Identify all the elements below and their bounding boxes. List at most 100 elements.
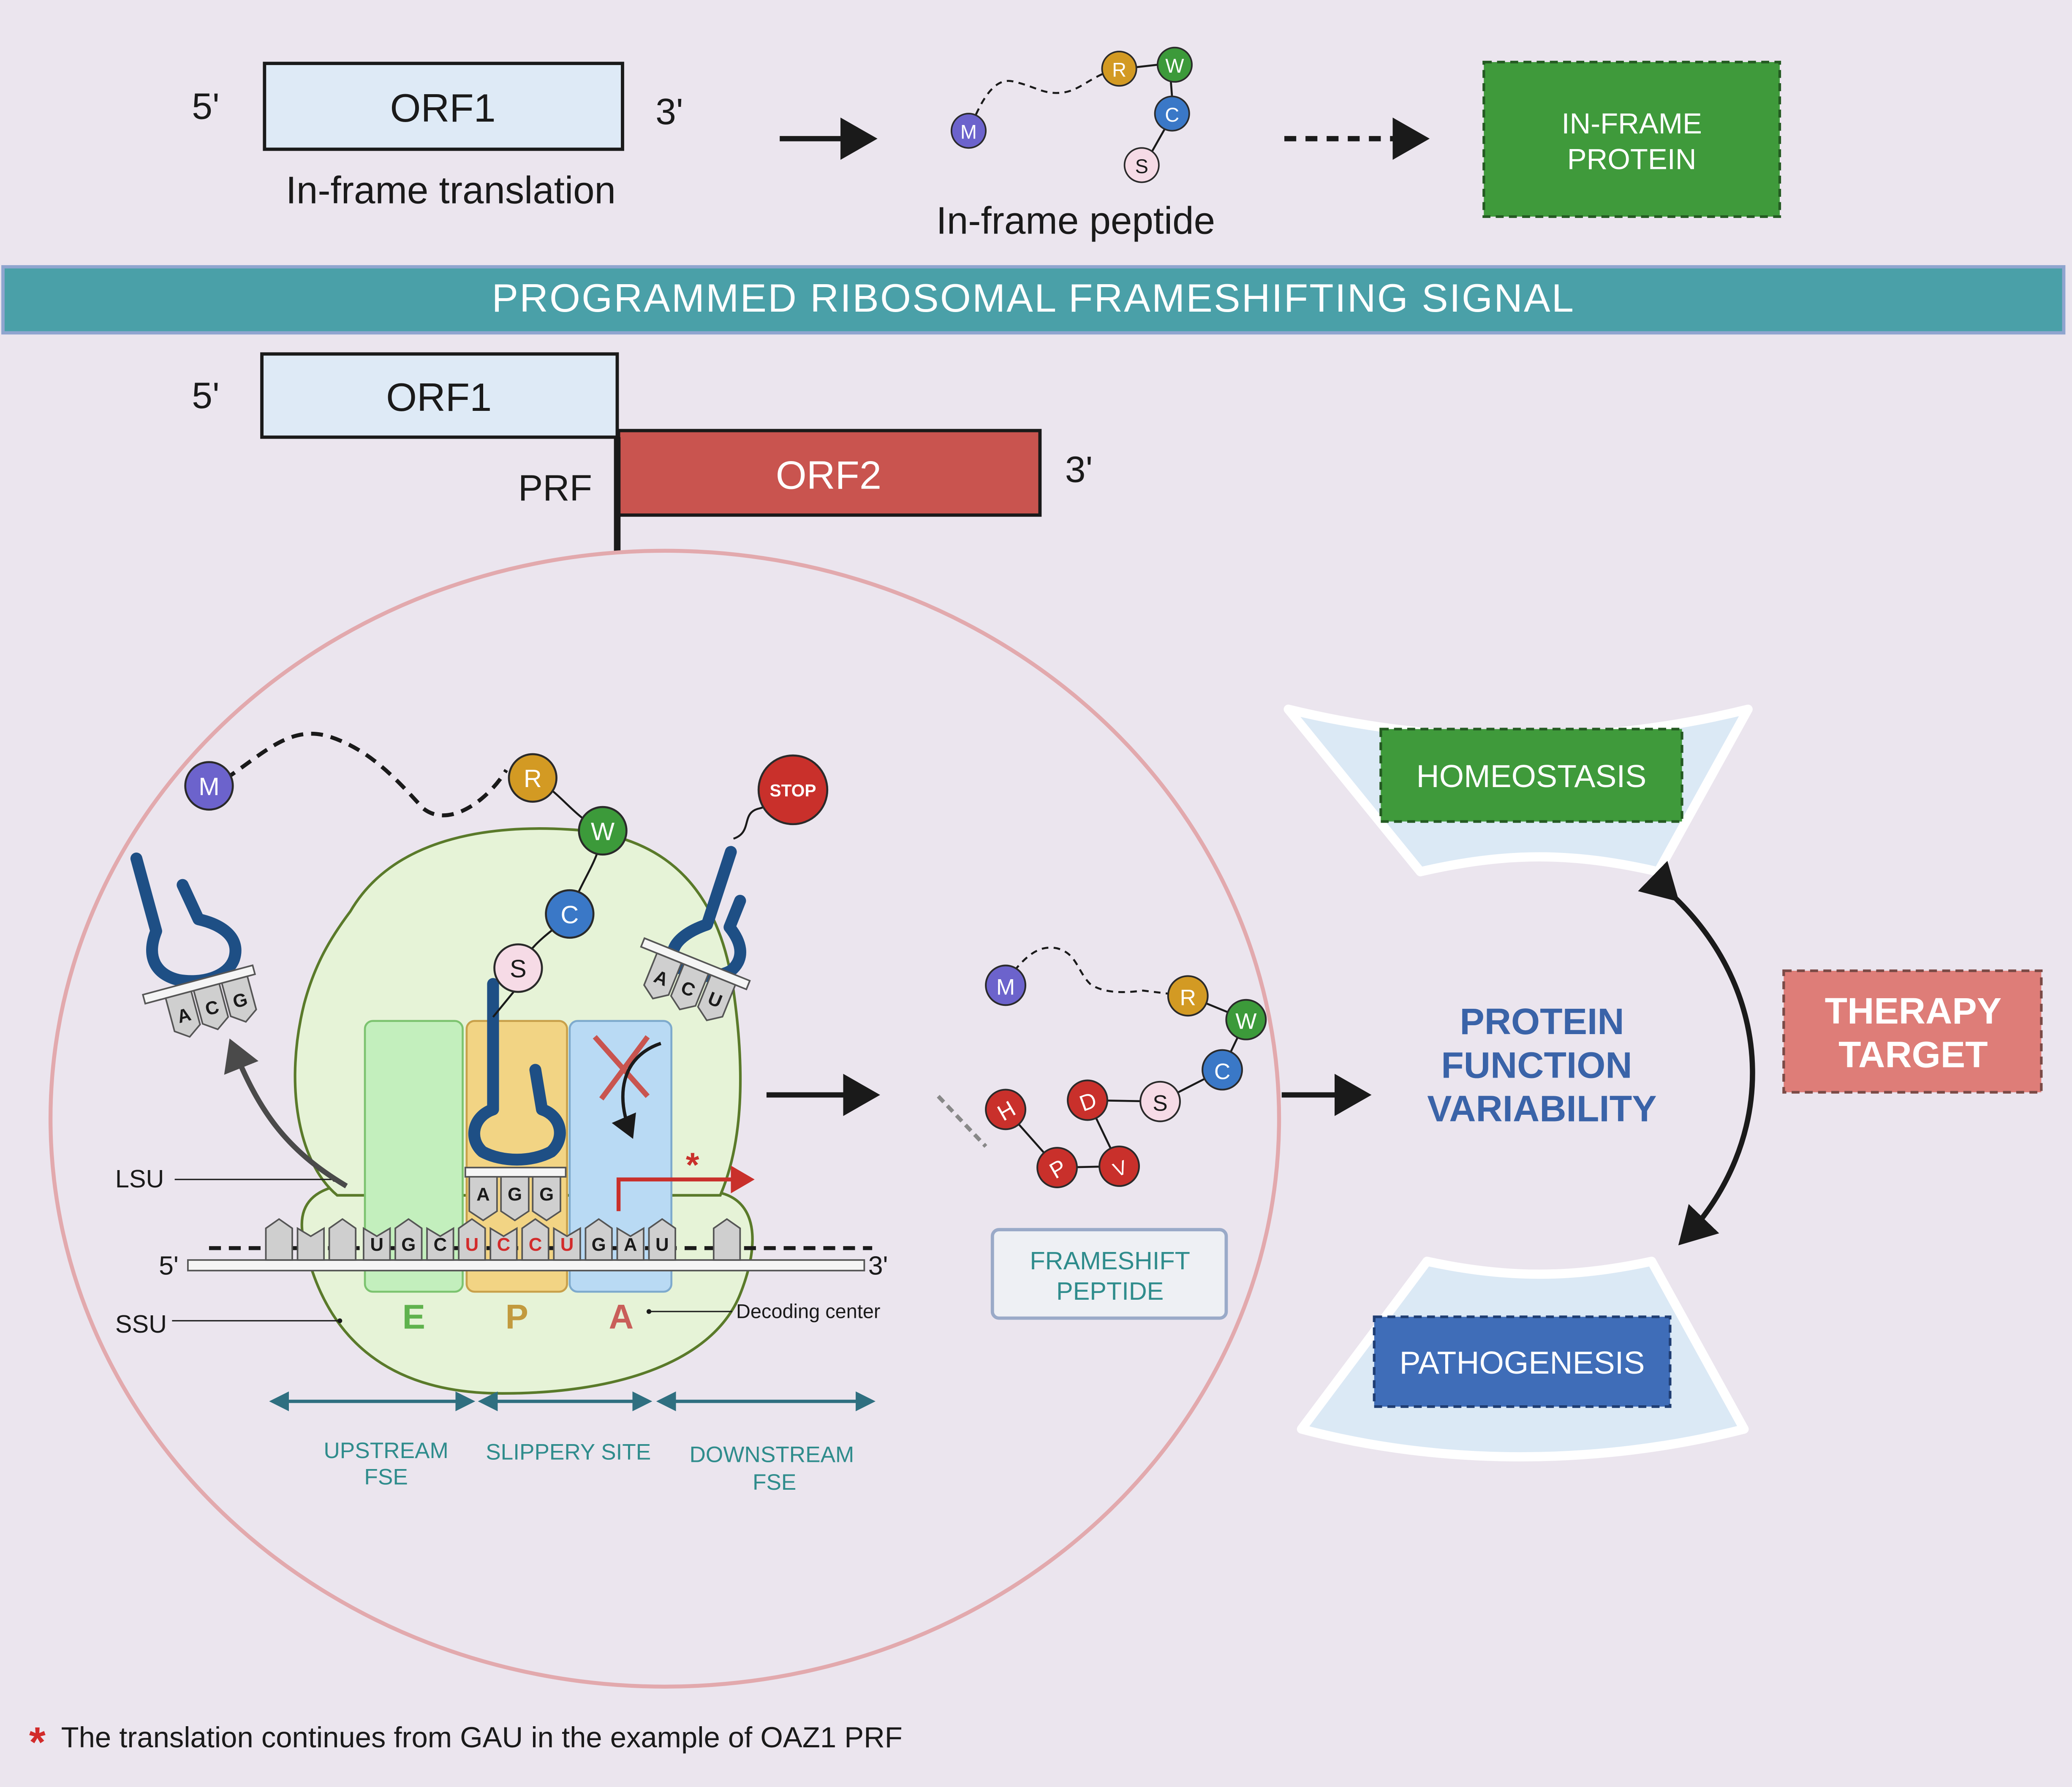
svg-text:W: W: [591, 817, 615, 845]
frameshift-peptide-box: [990, 1228, 1228, 1320]
mrna-nucleotides-upstream: [265, 1218, 357, 1261]
svg-text:U: U: [465, 1234, 479, 1255]
homeostasis-box: [1379, 728, 1683, 823]
top-peptide-caption: In-frame peptide: [936, 200, 1215, 242]
a-site-block-x-2: [599, 1035, 650, 1101]
exit-trna: A C G: [130, 853, 257, 1038]
pathogenesis-box: [1373, 1315, 1672, 1408]
fs-aa-W: W: [1225, 999, 1267, 1040]
mrna-nucleotide: A: [616, 1227, 644, 1261]
mrna-nucleotide-downstream: [712, 1218, 741, 1261]
mrna-nucleotide: C: [489, 1227, 518, 1261]
svg-text:C: C: [529, 1234, 542, 1255]
svg-text:R: R: [524, 764, 542, 793]
top-aa-W: W: [1156, 46, 1193, 83]
decoding-leader-dot: [646, 1309, 652, 1314]
top-caption: In-frame translation: [286, 169, 616, 212]
in-frame-protein-box: [1482, 60, 1781, 218]
therapy-target-line2: TARGET: [1838, 1034, 1988, 1075]
ribo-aa-C: C: [545, 889, 595, 939]
ssu-label: SSU: [115, 1310, 167, 1338]
therapy-target-line1: THERAPY: [1825, 990, 2001, 1032]
footnote-star: *: [29, 1719, 46, 1766]
svg-text:A: A: [476, 1184, 490, 1205]
mrna-nucleotide: U: [553, 1227, 581, 1261]
zoom-circle: [48, 549, 1281, 1689]
site-a-label: A: [609, 1298, 634, 1336]
site-e-label: E: [402, 1298, 425, 1336]
svg-text:W: W: [1235, 1009, 1256, 1034]
outcomes: PROTEIN FUNCTION VARIABILITY HOMEOSTASIS…: [1283, 704, 2043, 1461]
svg-text:R: R: [1180, 985, 1196, 1010]
mrna-nucleotide: C: [521, 1218, 549, 1261]
svg-text:W: W: [1165, 55, 1184, 77]
variability-line3: VARIABILITY: [1427, 1088, 1656, 1130]
top-peptide-chain: [970, 68, 1117, 126]
svg-text:C: C: [560, 900, 579, 929]
exit-arrow: [224, 1038, 348, 1189]
outcome-double-arrow: [1638, 861, 1755, 1246]
top-orf1-label: ORF1: [390, 86, 495, 130]
ribosome-peptide-dashed: [223, 731, 508, 817]
prf-orf1-box: [260, 352, 619, 439]
fs-aa-P: P: [1036, 1147, 1078, 1188]
top-aa-S: S: [1123, 147, 1160, 183]
frameshift-peptide: M R W C S D H P V FRAMESHIFT PEPTIDE: [937, 946, 1267, 1320]
fs-aa-V: V: [1099, 1145, 1140, 1187]
svg-text:C: C: [1165, 104, 1179, 126]
prf-banner: [1, 265, 2066, 335]
svg-text:STOP: STOP: [770, 781, 816, 800]
variability-line2: FUNCTION: [1441, 1044, 1632, 1086]
svg-text:S: S: [1135, 155, 1148, 177]
variability-line1: PROTEIN: [1460, 1001, 1624, 1042]
svg-text:U: U: [655, 1234, 669, 1255]
svg-text:R: R: [1112, 59, 1126, 81]
prf-three-prime: 3': [1065, 449, 1093, 490]
incoming-trna: A C U: [640, 846, 751, 1021]
top-aa-M: M: [950, 113, 987, 149]
frameshift-arrow: [616, 1165, 755, 1211]
svg-text:M: M: [960, 121, 977, 143]
in-frame-protein-line1: IN-FRAME: [1561, 107, 1702, 140]
fs-peptide-dashed: [1006, 946, 1187, 997]
svg-text:U: U: [370, 1234, 383, 1255]
upstream-fse-line1: UPSTREAM: [324, 1438, 448, 1463]
downstream-fse-line2: FSE: [753, 1470, 796, 1495]
pathogenesis-label: PATHOGENESIS: [1400, 1345, 1645, 1380]
mrna-nucleotide: U: [648, 1218, 676, 1261]
footnote-text: The translation continues from GAU in th…: [61, 1721, 903, 1754]
fs-aa-M: M: [985, 964, 1027, 1006]
ribo-aa-M: M: [184, 761, 234, 811]
frameshift-asterisk: *: [686, 1146, 699, 1184]
top-five-prime: 5': [192, 86, 219, 127]
prf-orf2-label: ORF2: [776, 453, 881, 497]
svg-text:G: G: [539, 1184, 554, 1205]
fs-peptide-tail: [937, 1094, 987, 1148]
svg-text:C: C: [434, 1234, 447, 1255]
p-site-trna: [464, 978, 567, 1178]
site-p-label: P: [506, 1298, 528, 1336]
ribo-aa-W: W: [578, 806, 628, 856]
stop-sign-icon: STOP: [757, 754, 829, 826]
prf-track: 5' ORF1 ORF2 3' PRF: [192, 352, 1093, 552]
p-site-anticodon-base: G: [532, 1176, 561, 1222]
top-aa-R: R: [1101, 51, 1137, 87]
prf-banner-title: PROGRAMMED RIBOSOMAL FRAMESHIFTING SIGNA…: [492, 276, 1575, 320]
ribo-aa-R: R: [508, 753, 557, 803]
svg-text:M: M: [198, 772, 220, 801]
ribosome-peptide-link: [492, 777, 603, 1018]
svg-text:G: G: [508, 1184, 522, 1205]
prf-label: PRF: [518, 467, 592, 508]
svg-text:A: A: [624, 1234, 637, 1255]
fs-aa-D: D: [1067, 1079, 1108, 1121]
mrna-nucleotide: G: [585, 1218, 613, 1261]
fs-aa-R: R: [1167, 975, 1209, 1017]
top-peptide-link: [1123, 62, 1175, 166]
svg-text:G: G: [592, 1234, 606, 1255]
svg-text:S: S: [1153, 1091, 1167, 1116]
top-three-prime: 3': [655, 91, 683, 132]
fs-aa-H: H: [985, 1089, 1027, 1130]
